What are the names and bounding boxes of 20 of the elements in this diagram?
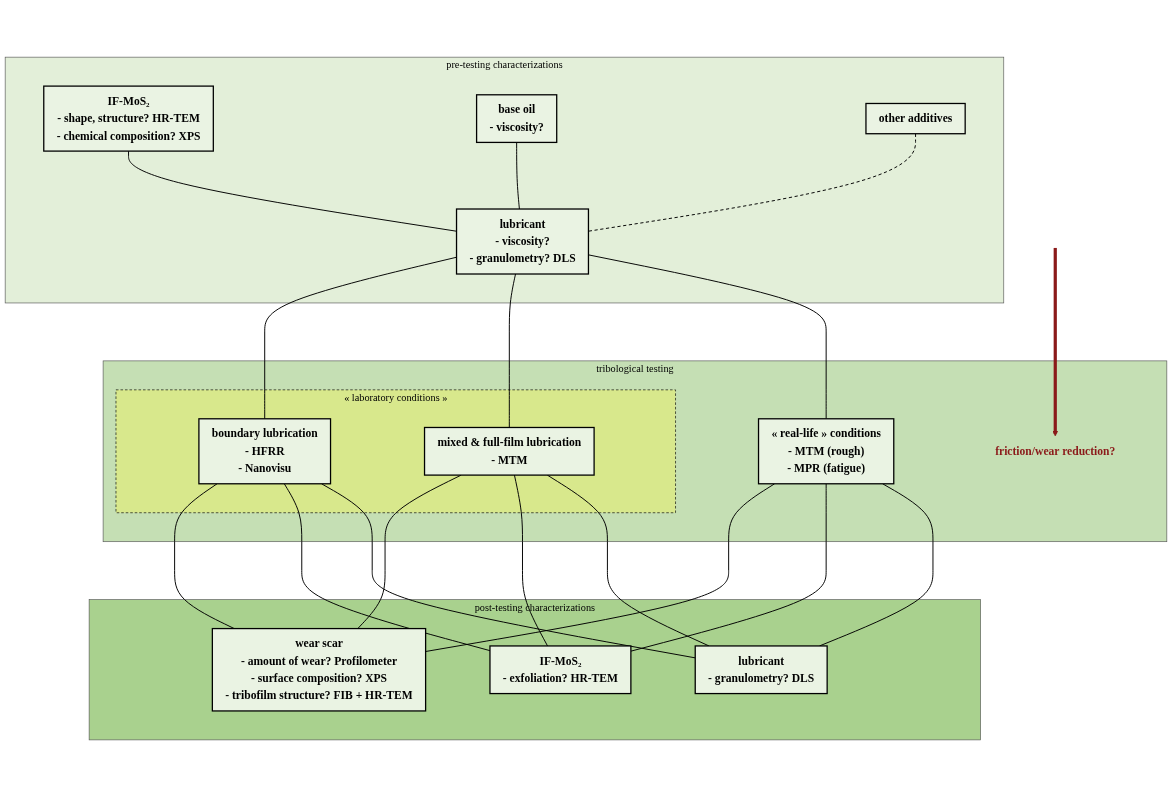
node-box: lubricant - granulometry? DLS (694, 645, 828, 695)
node-box: other additives (865, 103, 966, 135)
connector (508, 274, 516, 429)
node-box: lubricant - viscosity? - granulometry? DLS (455, 208, 590, 276)
node-box: boundary lubrication - HFRR - Nanovisu (198, 418, 332, 485)
connector (516, 142, 520, 210)
connector (264, 257, 457, 420)
node-box: base oil - viscosity? (475, 94, 558, 144)
node-box: « real-life » conditions - MTM (rough) - MPR (fatigue) (757, 418, 895, 485)
node-box: wear scar - amount of wear? Profilometer - surface composition? XPS - tribofilm structure? FIB + HR-TEM (211, 628, 427, 713)
node-text: friction/wear reduction? (995, 445, 1116, 458)
node-box: IF-MoS₂ - exfoliation? HR-TEM (489, 645, 632, 695)
connector (513, 475, 549, 647)
connector (630, 483, 827, 653)
connector (174, 483, 235, 630)
arrow (1052, 248, 1059, 437)
node-box: mixed & full-film lubrication - MTM (423, 427, 595, 477)
connector (128, 151, 457, 233)
connector (819, 483, 934, 647)
node-box: IF-MoS₂ - shape, structure? HR-TEM - chemical composition? XPS (43, 85, 214, 153)
